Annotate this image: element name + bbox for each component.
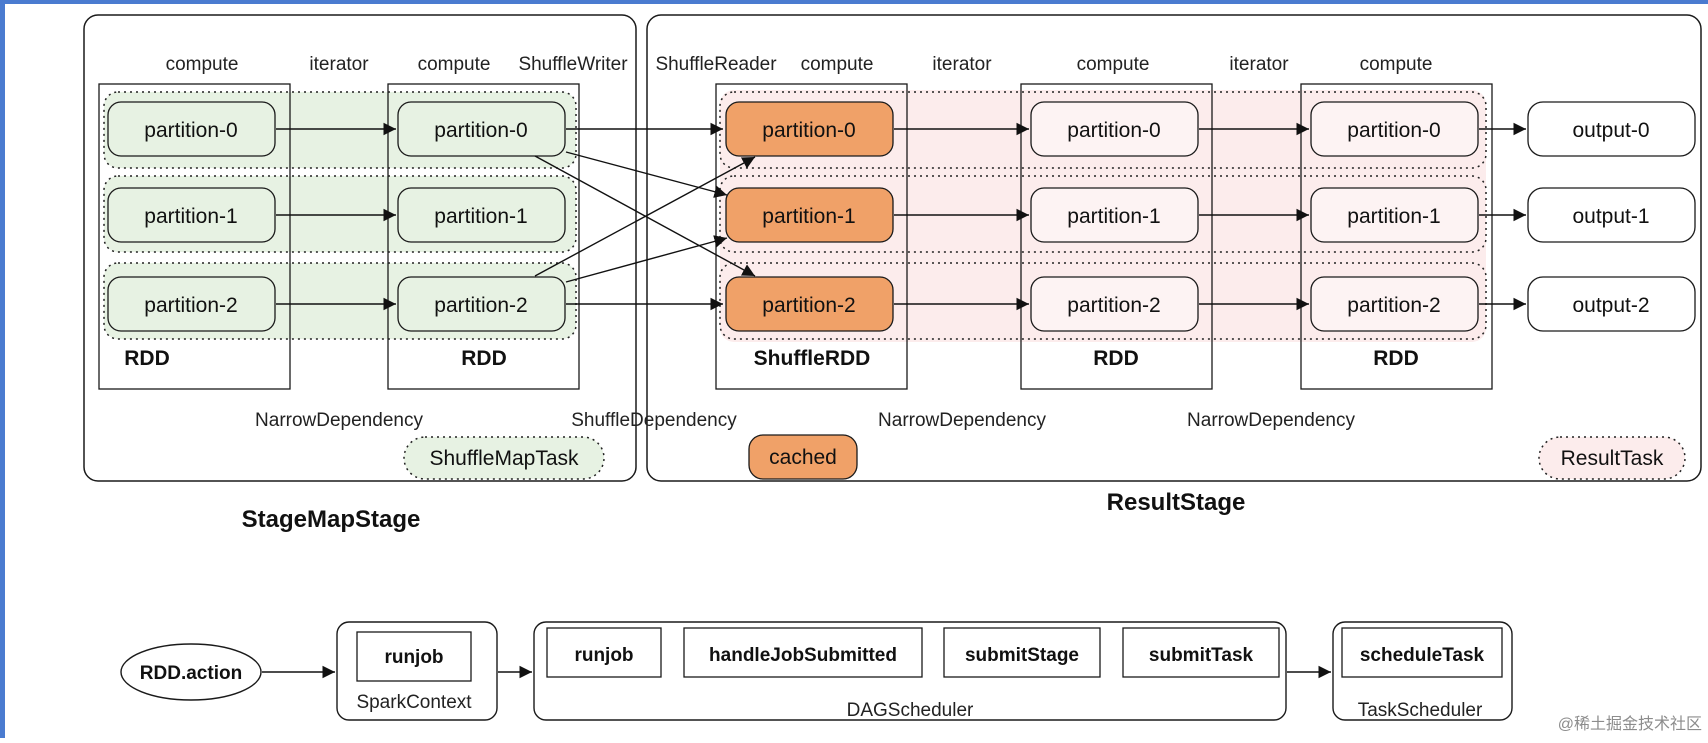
shuffle-map-task-label: ShuffleMapTask bbox=[429, 447, 579, 470]
result-rdd2-partition-1-label: partition-1 bbox=[1347, 205, 1440, 228]
rdd-action-node bbox=[120, 643, 262, 701]
result-label-compute-1: compute bbox=[801, 54, 874, 75]
map-stage-frame bbox=[83, 14, 637, 482]
map-rdd2-partition-1-label: partition-1 bbox=[434, 205, 527, 228]
output-0-label: output-0 bbox=[1572, 119, 1649, 142]
shuffle-arrow-2-1 bbox=[565, 235, 728, 283]
dag-scheduler-label: DAGScheduler bbox=[847, 700, 974, 721]
result-label-iterator-1: iterator bbox=[932, 54, 992, 75]
result-label-shuffle-reader: ShuffleReader bbox=[655, 54, 777, 75]
cached-badge bbox=[748, 434, 858, 480]
result-stage-title: ResultStage bbox=[1107, 489, 1246, 516]
result-narrow-dependency-1: NarrowDependency bbox=[878, 410, 1046, 431]
shuffle-rdd-label: ShuffleRDD bbox=[754, 347, 871, 370]
spark-context-runjob-box bbox=[356, 631, 472, 682]
result-rdd-2-box bbox=[1300, 83, 1493, 390]
map-label-iterator: iterator bbox=[309, 54, 369, 75]
cached-label: cached bbox=[769, 446, 837, 469]
map-rdd2-partition-0-label: partition-0 bbox=[434, 119, 527, 142]
rdd-action-label: RDD.action bbox=[140, 663, 242, 684]
map-rdd1-partition-1 bbox=[107, 187, 276, 243]
result-rdd2-partition-0 bbox=[1310, 101, 1479, 157]
map-rdd1-partition-2-label: partition-2 bbox=[144, 294, 237, 317]
result-rdd1-partition-0 bbox=[1030, 101, 1199, 157]
spark-context-label: SparkContext bbox=[356, 692, 472, 713]
result-rdd2-partition-2 bbox=[1310, 276, 1479, 332]
shuffle-rdd-partition-0-label: partition-0 bbox=[762, 119, 855, 142]
result-rdd1-partition-1 bbox=[1030, 187, 1199, 243]
map-rdd1-partition-0 bbox=[107, 101, 276, 157]
result-label-compute-3: compute bbox=[1360, 54, 1433, 75]
map-rdd2-partition-2-label: partition-2 bbox=[434, 294, 527, 317]
dag-runjob-box bbox=[546, 627, 662, 678]
shuffle-map-task-badge bbox=[403, 436, 605, 480]
map-rdd-2-box bbox=[387, 83, 580, 390]
map-rdd1-label: RDD bbox=[124, 347, 170, 370]
left-accent-bar bbox=[0, 0, 5, 738]
task-scheduler-label: TaskScheduler bbox=[1358, 700, 1483, 721]
output-1-box bbox=[1527, 187, 1696, 243]
result-narrow-dependency-2: NarrowDependency bbox=[1187, 410, 1355, 431]
shuffle-rdd-partition-0 bbox=[725, 101, 894, 157]
schedule-task-box bbox=[1341, 627, 1503, 678]
shuffle-dependency-label: ShuffleDependency bbox=[571, 410, 737, 431]
result-label-compute-2: compute bbox=[1077, 54, 1150, 75]
top-accent-bar bbox=[0, 0, 1708, 4]
result-rdd2-partition-2-label: partition-2 bbox=[1347, 294, 1440, 317]
map-stage-title: StageMapStage bbox=[242, 506, 421, 533]
result-rdd1-partition-0-label: partition-0 bbox=[1067, 119, 1160, 142]
result-rdd2-label: RDD bbox=[1373, 347, 1419, 370]
shuffle-rdd-partition-2 bbox=[725, 276, 894, 332]
shuffle-arrow-2-0 bbox=[534, 156, 756, 277]
result-task-badge bbox=[1538, 436, 1686, 480]
map-narrow-dependency-label: NarrowDependency bbox=[255, 410, 423, 431]
dag-runjob-label: runjob bbox=[574, 645, 633, 666]
result-rdd-1-box bbox=[1020, 83, 1213, 390]
output-0-box bbox=[1527, 101, 1696, 157]
result-label-iterator-2: iterator bbox=[1229, 54, 1289, 75]
result-rdd2-partition-0-label: partition-0 bbox=[1347, 119, 1440, 142]
shuffle-rdd-partition-1 bbox=[725, 187, 894, 243]
dag-submit-stage-box bbox=[943, 627, 1101, 678]
shuffle-rdd-partition-2-label: partition-2 bbox=[762, 294, 855, 317]
output-1-label: output-1 bbox=[1572, 205, 1649, 228]
dag-submit-stage-label: submitStage bbox=[965, 645, 1079, 666]
result-task-label: ResultTask bbox=[1561, 447, 1664, 470]
spark-context-runjob-label: runjob bbox=[384, 647, 443, 668]
dag-handle-job-submitted-label: handleJobSubmitted bbox=[709, 645, 897, 666]
result-rdd1-partition-2-label: partition-2 bbox=[1067, 294, 1160, 317]
shuffle-arrow-0-1 bbox=[565, 151, 728, 198]
result-rdd2-partition-1 bbox=[1310, 187, 1479, 243]
result-stage-frame bbox=[646, 14, 1702, 482]
map-rdd2-partition-0 bbox=[397, 101, 566, 157]
map-rdd-1-box bbox=[98, 83, 291, 390]
result-rdd1-partition-2 bbox=[1030, 276, 1199, 332]
watermark: @稀土掘金技术社区 bbox=[1558, 715, 1702, 733]
map-rdd2-partition-1 bbox=[397, 187, 566, 243]
dag-submit-task-label: submitTask bbox=[1149, 645, 1254, 666]
output-2-label: output-2 bbox=[1572, 294, 1649, 317]
result-rdd1-label: RDD bbox=[1093, 347, 1139, 370]
shuffle-rdd-partition-1-label: partition-1 bbox=[762, 205, 855, 228]
map-label-compute-1: compute bbox=[166, 54, 239, 75]
schedule-task-label: scheduleTask bbox=[1360, 645, 1485, 666]
output-2-box bbox=[1527, 276, 1696, 332]
result-rdd1-partition-1-label: partition-1 bbox=[1067, 205, 1160, 228]
map-rdd1-partition-0-label: partition-0 bbox=[144, 119, 237, 142]
map-rdd2-partition-2 bbox=[397, 276, 566, 332]
map-rdd1-partition-1-label: partition-1 bbox=[144, 205, 237, 228]
map-label-compute-2: compute bbox=[418, 54, 491, 75]
map-rdd2-label: RDD bbox=[461, 347, 507, 370]
map-label-shuffle-writer: ShuffleWriter bbox=[518, 54, 628, 75]
dag-submit-task-box bbox=[1122, 627, 1280, 678]
dag-handle-job-submitted-box bbox=[683, 627, 923, 678]
map-rdd1-partition-2 bbox=[107, 276, 276, 332]
